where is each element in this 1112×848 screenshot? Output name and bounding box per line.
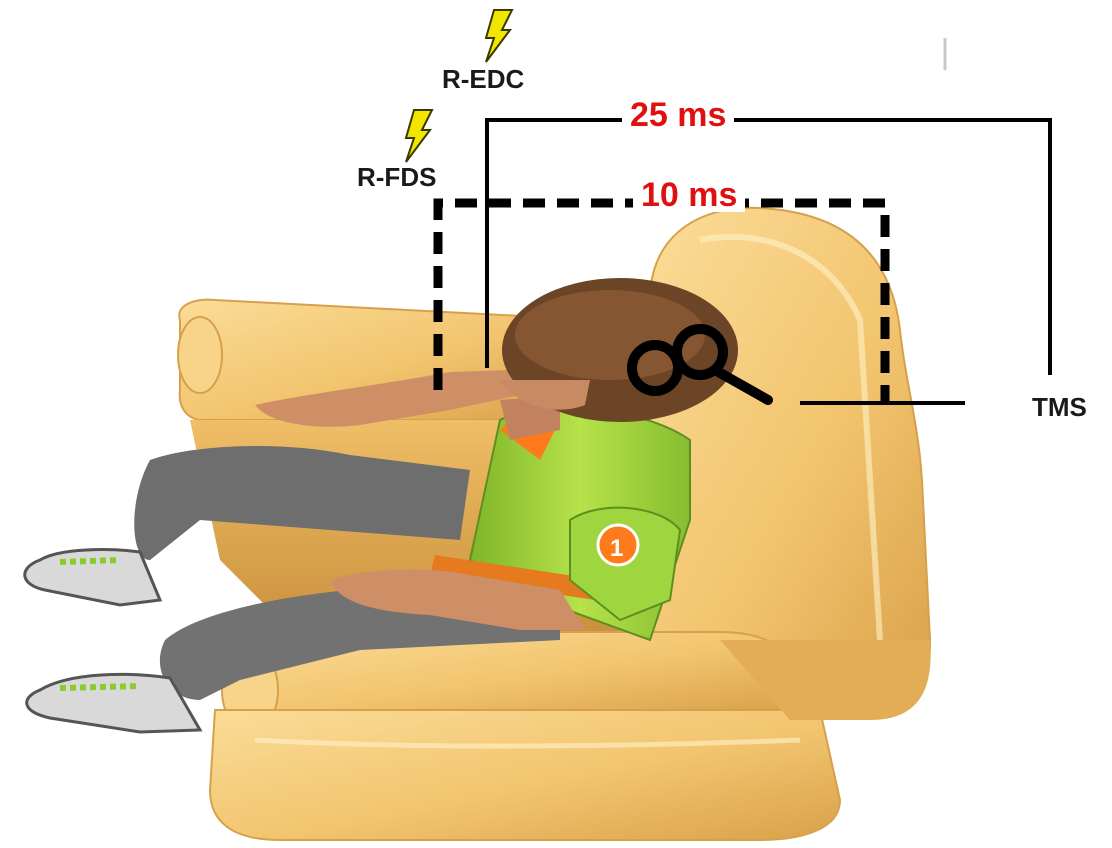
fds-latency-label: 10 ms — [633, 178, 745, 212]
svg-text:1: 1 — [610, 535, 623, 562]
lightning-bolt-icon — [486, 10, 512, 62]
back-shoe — [25, 550, 160, 605]
edc-latency-label: 25 ms — [622, 98, 734, 132]
r-fds-label: R-FDS — [357, 164, 436, 190]
lightning-bolt-icon — [406, 110, 432, 162]
tms-label: TMS — [1032, 394, 1087, 420]
r-edc-label: R-EDC — [442, 66, 524, 92]
front-shoe — [27, 674, 200, 732]
chair-backrest — [650, 208, 930, 700]
